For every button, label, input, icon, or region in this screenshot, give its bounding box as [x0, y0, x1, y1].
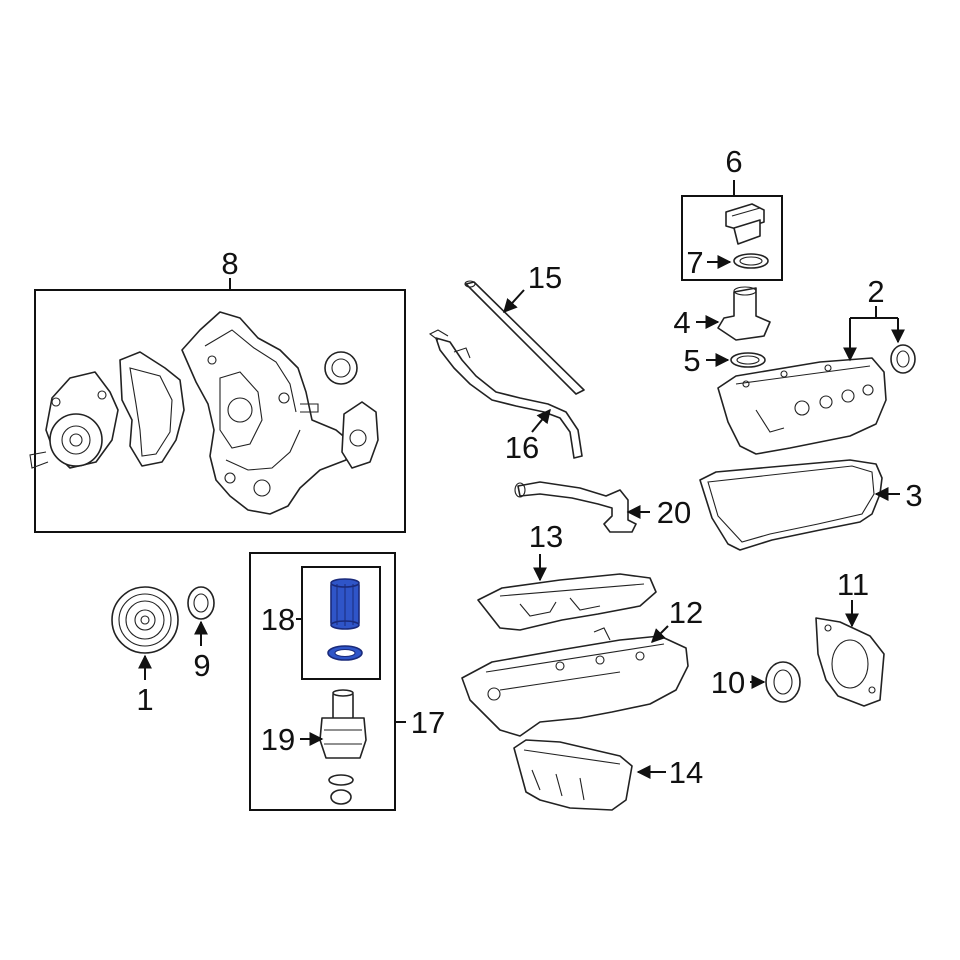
part-15-oil-dipstick[interactable]: [464, 280, 585, 395]
callout-12: 12: [669, 595, 703, 630]
part-18-oil-filter-element[interactable]: [327, 578, 363, 661]
part-2-valve-cover[interactable]: [717, 344, 916, 455]
part-5-neck-o-ring[interactable]: [730, 352, 766, 368]
callout-1: 1: [136, 682, 153, 717]
callout-17: 17: [411, 705, 445, 740]
callout-19: 19: [261, 722, 295, 757]
part-13-oil-baffle[interactable]: [477, 573, 657, 631]
callout-4: 4: [673, 305, 690, 340]
callout-6: 6: [725, 144, 742, 179]
callout-5: 5: [683, 343, 700, 378]
part-16-dipstick-tube[interactable]: [428, 329, 583, 459]
part-9-crankshaft-seal[interactable]: [187, 586, 215, 620]
callout-11: 11: [837, 567, 869, 602]
part-11-seal-retainer[interactable]: [815, 617, 885, 707]
part-7-filler-cap-gasket[interactable]: [733, 253, 769, 269]
callout-9: 9: [193, 648, 210, 683]
part-6-oil-filler-cap[interactable]: [725, 203, 765, 245]
group-box-6: [681, 195, 783, 281]
part-19-oil-filter-housing[interactable]: [319, 689, 367, 805]
part-12-upper-oil-pan[interactable]: [461, 627, 689, 737]
callout-15: 15: [528, 260, 562, 295]
callout-2: 2: [867, 274, 884, 309]
callout-13: 13: [529, 519, 563, 554]
part-3-valve-cover-gasket[interactable]: [699, 459, 883, 551]
callout-8: 8: [221, 246, 238, 281]
part-10-rear-main-seal[interactable]: [765, 661, 801, 703]
leader-lines: [138, 180, 905, 779]
callout-14: 14: [669, 755, 703, 790]
part-20-oil-pickup-tube[interactable]: [514, 481, 637, 533]
callout-16: 16: [505, 430, 539, 465]
group-box-18: [301, 566, 381, 680]
group-box-17: [249, 552, 396, 811]
group-box-8: [34, 289, 406, 533]
callout-10: 10: [711, 665, 745, 700]
callout-7: 7: [686, 245, 703, 280]
callout-3: 3: [905, 478, 922, 513]
part-1-crankshaft-pulley[interactable]: [111, 586, 179, 654]
callout-18: 18: [261, 602, 295, 637]
callout-labels: 1 2 3 4 5 6 7 8 9 10 11 12 13 14 15 16 1…: [136, 144, 922, 790]
part-4-oil-filler-neck[interactable]: [717, 286, 771, 341]
part-8-timing-cover-kit[interactable]: [29, 311, 379, 515]
part-14-lower-oil-pan[interactable]: [513, 739, 633, 811]
callout-20: 20: [657, 495, 691, 530]
